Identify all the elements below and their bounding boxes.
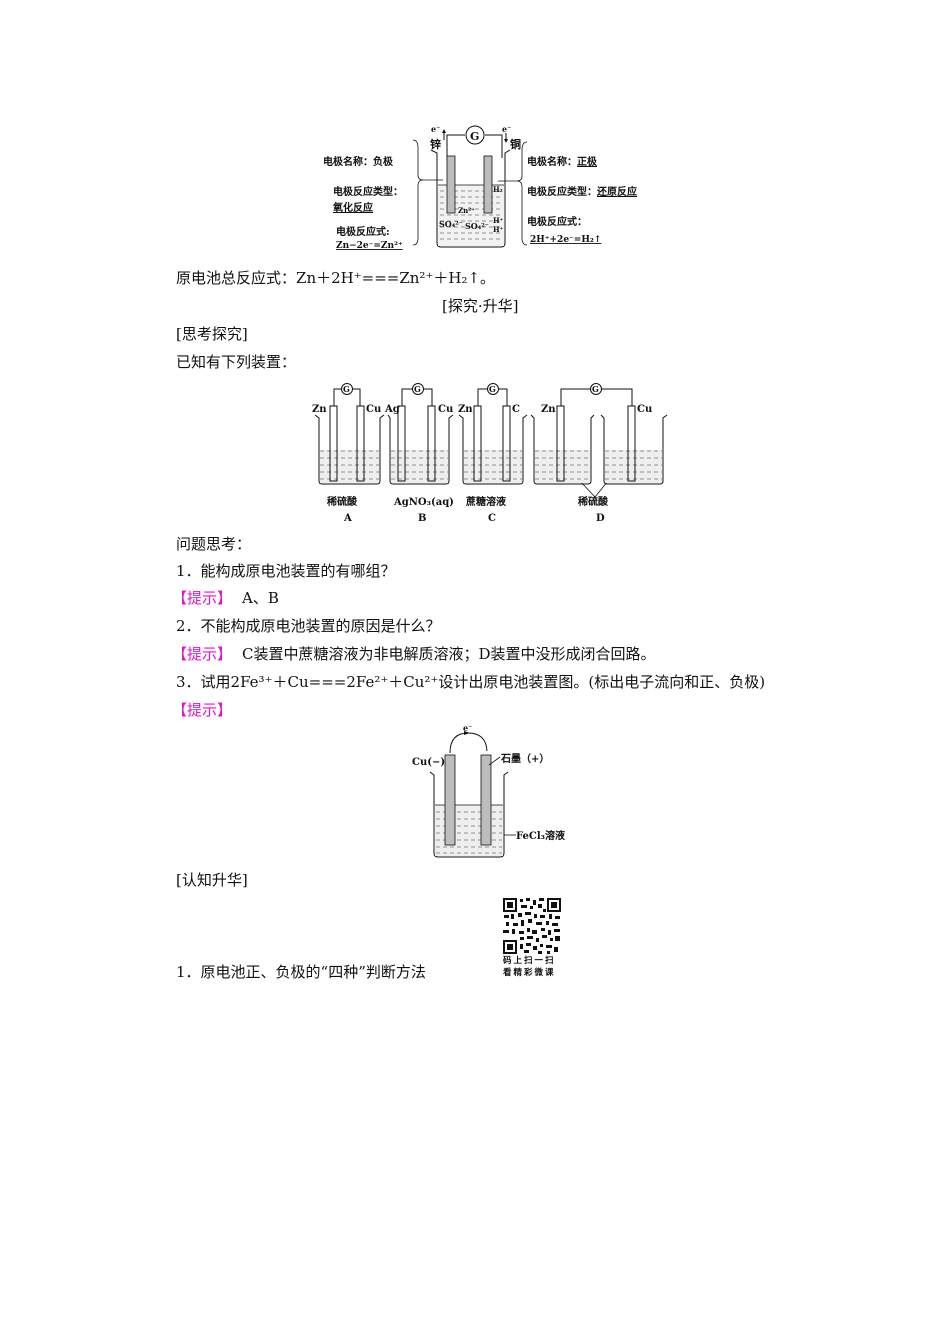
svg-text:电极反应类型：: 电极反应类型：	[333, 185, 403, 198]
zinc-label: 锌	[430, 137, 441, 151]
question-3-equation: 2Fe³⁺＋Cu===2Fe²⁺＋Cu²⁺	[230, 673, 439, 691]
negative-electrode-label: 负极	[373, 155, 394, 168]
qr-caption-2: 看精彩微课	[503, 968, 556, 978]
subsection-think: [思考探究]	[176, 325, 248, 343]
svg-text:电极反应式:: 电极反应式:	[336, 225, 390, 238]
solution-c: 蔗糖溶液	[465, 495, 506, 508]
anode-equation: Zn−2e⁻=Zn²⁺	[336, 241, 403, 251]
svg-text:氧化反应: 氧化反应	[332, 201, 373, 214]
svg-text:D: D	[596, 513, 605, 524]
svg-text:Zn: Zn	[458, 404, 473, 415]
total-reaction-equation: Zn＋2H⁺===Zn²⁺＋H₂↑。	[296, 269, 496, 287]
solution-a: 稀硫酸	[327, 495, 358, 508]
answer-3: 【提示】	[172, 700, 242, 720]
qr-caption-1: 码上扫一扫	[503, 956, 556, 966]
svg-text:电极名称：正极: 电极名称：正极	[527, 155, 598, 168]
qr-code[interactable]	[502, 897, 562, 955]
svg-text:Cu: Cu	[366, 404, 381, 415]
svg-text:Zn: Zn	[541, 404, 556, 415]
hint-label: 【提示】	[172, 645, 233, 663]
question-3: 3．试用2Fe³⁺＋Cu===2Fe²⁺＋Cu²⁺设计出原电池装置图。(标出电子…	[176, 673, 766, 691]
copper-label: 铜	[509, 137, 521, 151]
answer-1: 【提示】A、B	[172, 589, 279, 607]
question-1: 1．能构成原电池装置的有哪组？	[176, 562, 396, 580]
subsection-cognition: [认知升华]	[176, 871, 248, 889]
svg-text:电极名称：负极: 电极名称：负极	[323, 155, 394, 168]
question-2: 2．不能构成原电池装置的原因是什么？	[176, 617, 441, 635]
point-1-heading: 1．原电池正、负极的“四种”判断方法	[176, 963, 426, 981]
answer-2: 【提示】C装置中蔗糖溶液为非电解质溶液；D装置中没形成闭合回路。	[172, 645, 656, 663]
cathode-equation: 2H⁺+2e⁻=H₂↑	[530, 235, 601, 245]
hint-label: 【提示】	[172, 589, 233, 607]
svg-text:SO₄²⁻: SO₄²⁻	[465, 221, 489, 231]
section-title: [探究·升华]	[442, 297, 519, 315]
svg-text:Cu: Cu	[438, 404, 453, 415]
svg-text:H⁺: H⁺	[493, 216, 504, 225]
total-reaction-line: 原电池总反应式：Zn＋2H⁺===Zn²⁺＋H₂↑。	[176, 269, 496, 287]
svg-text:e⁻: e⁻	[463, 725, 472, 733]
solution-b: AgNO₃(aq)	[393, 497, 454, 508]
svg-text:e⁻: e⁻	[502, 124, 511, 134]
cu-graphite-cell-diagram: e⁻ Cu(−) 石墨（+） FeCl₃溶液	[400, 723, 590, 865]
fecl3-label: FeCl₃溶液	[516, 829, 565, 842]
hint-label: 【提示】	[172, 701, 233, 719]
svg-text:Cu: Cu	[637, 404, 652, 415]
svg-text:Zn²⁺: Zn²⁺	[458, 206, 475, 215]
intro-text: 已知有下列装置：	[176, 353, 297, 371]
positive-electrode-label: 正极	[577, 155, 598, 168]
svg-text:A: A	[343, 513, 352, 524]
cu-negative-label: Cu(−)	[412, 757, 445, 768]
svg-text:H⁺: H⁺	[493, 225, 504, 234]
svg-text:C: C	[512, 404, 520, 415]
svg-text:电极反应类型：还原反应: 电极反应类型：还原反应	[527, 185, 637, 198]
galvanometer-label: G	[470, 130, 479, 143]
svg-text:e⁻: e⁻	[431, 124, 440, 134]
zn-cu-cell-diagram: G e⁻ 锌 e⁻ 铜 H₂ Zn²⁺ SO₄²⁻ SO₄²⁻ H⁺	[310, 120, 670, 255]
graphite-positive-label: 石墨（+）	[500, 752, 549, 765]
svg-text:G: G	[592, 384, 599, 394]
solution-d: 稀硫酸	[578, 495, 609, 508]
svg-text:G: G	[343, 384, 350, 394]
svg-text:Zn: Zn	[312, 404, 327, 415]
svg-text:SO₄²⁻: SO₄²⁻	[439, 219, 463, 229]
questions-heading: 问题思考：	[176, 535, 252, 553]
svg-text:C: C	[488, 513, 496, 524]
svg-text:G: G	[414, 384, 421, 394]
svg-text:B: B	[418, 513, 426, 524]
svg-text:电极反应式：: 电极反应式：	[527, 215, 587, 228]
svg-text:H₂: H₂	[493, 185, 503, 194]
svg-text:Ag: Ag	[384, 404, 400, 415]
svg-text:G: G	[489, 384, 496, 394]
